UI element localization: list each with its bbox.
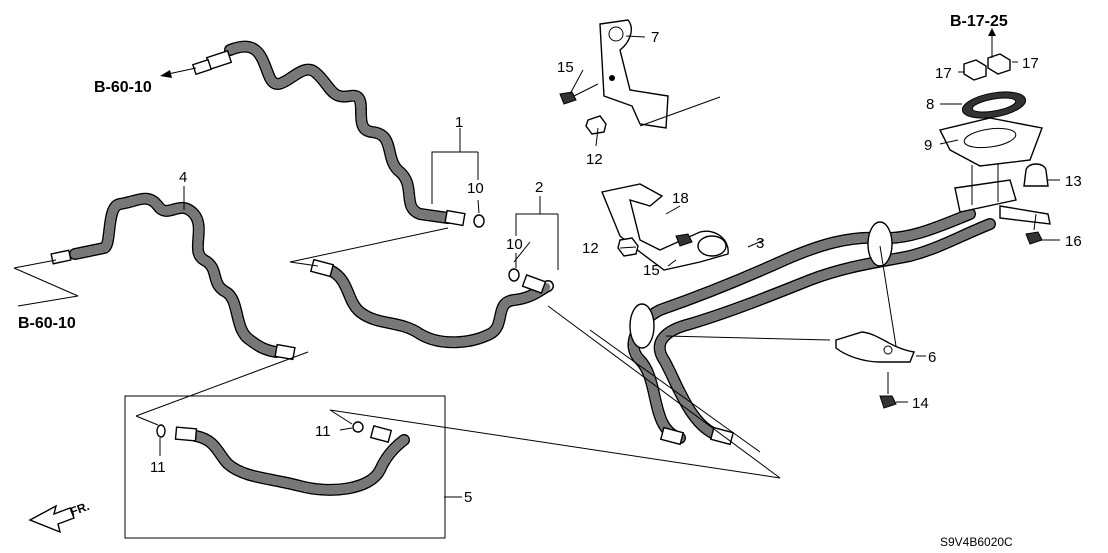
hose-5-group [124,395,446,539]
callout-15a: 15 [557,59,574,76]
o-ring-11b [352,421,364,433]
o-ring-10a [473,214,485,228]
clamp-7 [599,19,669,129]
callout-11b: 11 [315,423,331,440]
callout-13: 13 [1065,173,1082,190]
reference-top-right: B-17-25 [950,13,1008,30]
diagram-code: S9V4B6020C [940,535,1013,549]
callout-2: 2 [535,179,543,196]
callout-17a: 17 [935,65,952,82]
leader-lines [13,28,1060,498]
callout-14: 14 [912,395,929,412]
callout-10b: 10 [506,236,523,253]
callout-9: 9 [924,137,932,154]
callout-16: 16 [1065,233,1082,250]
callout-15b: 15 [643,262,660,279]
hose-2 [309,258,554,349]
o-ring-10b [508,268,520,282]
callout-6: 6 [928,349,936,366]
bolt-15a [559,83,599,105]
bolt-15b [675,233,693,247]
callout-11a: 11 [150,459,166,476]
clamp-6 [835,331,915,363]
grommet-8 [961,91,1027,119]
callout-18: 18 [672,190,689,207]
callout-12b: 12 [582,240,599,257]
reference-mid-left: B-60-10 [18,315,76,332]
nut-17a [963,59,987,81]
callout-10a: 10 [467,180,484,197]
direction-label: FR. [68,499,91,519]
callout-4: 4 [179,169,187,186]
callout-1: 1 [455,114,463,131]
reference-top-left: B-60-10 [94,79,152,96]
nut-12a [585,115,607,135]
callout-7: 7 [651,29,659,46]
callout-17b: 17 [1022,55,1039,72]
front-direction-arrow: FR. [28,499,91,534]
nut-17b [987,53,1011,75]
bolt-14 [879,372,897,409]
clamp-18 [601,183,729,271]
callout-3: 3 [756,235,764,252]
hose-3 [627,160,1051,446]
hose-1 [191,40,466,227]
grommet-9 [938,117,1043,167]
callout-5: 5 [464,489,472,506]
clip-13 [1023,163,1049,187]
o-ring-11a [156,424,166,438]
callout-8: 8 [926,96,934,113]
hose-4 [50,192,296,361]
callout-12a: 12 [586,151,603,168]
